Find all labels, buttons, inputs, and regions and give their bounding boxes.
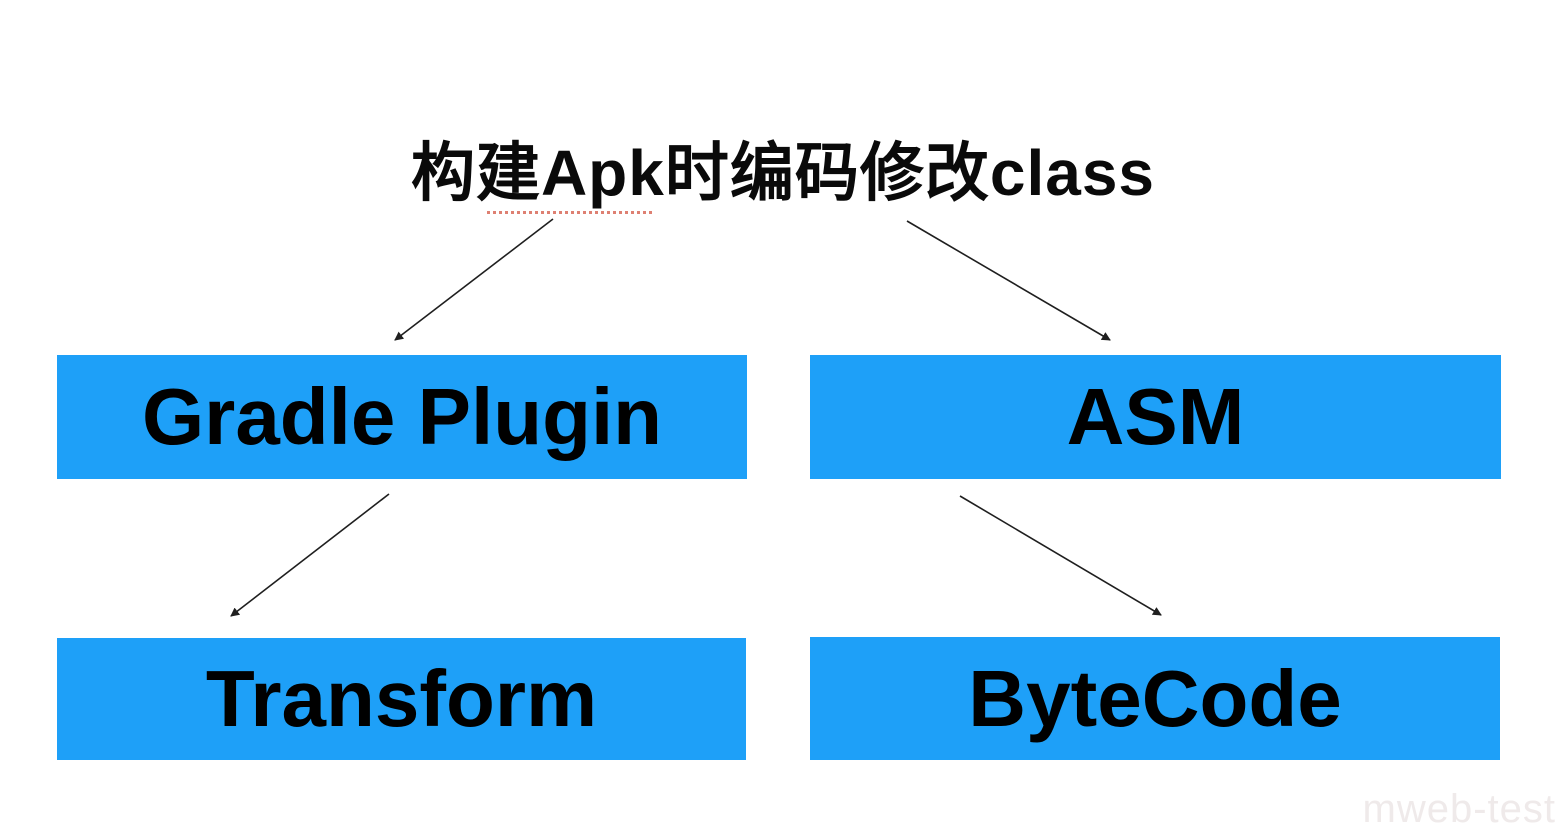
node-asm-label: ASM	[1066, 372, 1245, 461]
diagram-title: 构建Apk时编码修改class	[410, 137, 1156, 209]
spellcheck-underline	[487, 211, 652, 214]
edge-arrow-0	[394, 218, 554, 341]
node-transform-label: Transform	[205, 654, 598, 743]
node-bytecode-label: ByteCode	[968, 653, 1342, 743]
watermark: mweb-test	[1362, 787, 1556, 831]
edge-arrow-2	[230, 493, 390, 617]
node-bytecode: ByteCode	[810, 637, 1500, 760]
node-gradle-plugin: Gradle Plugin	[57, 355, 747, 479]
edge-arrow-3	[959, 495, 1162, 616]
edge-arrow-1	[906, 220, 1111, 341]
node-gradle-plugin-label: Gradle Plugin	[141, 372, 663, 461]
node-asm: ASM	[810, 355, 1501, 479]
node-transform: Transform	[57, 638, 746, 760]
